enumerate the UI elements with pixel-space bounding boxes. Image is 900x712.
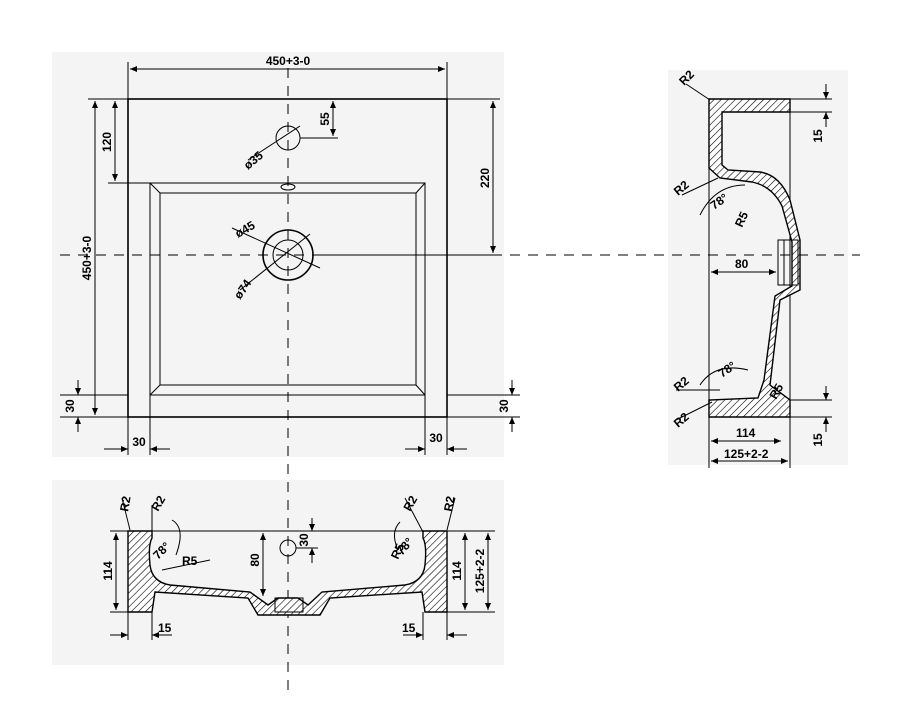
leader	[446, 497, 456, 531]
dim-114-label: 114	[736, 426, 756, 440]
front-drain	[274, 597, 304, 613]
dim-15-left-label: 15	[158, 621, 172, 635]
rim-left-label: 30	[132, 435, 146, 449]
r2-left-b-label: R2	[148, 493, 168, 514]
rim-bottom-label: 30	[63, 399, 77, 413]
tap-leader	[247, 125, 301, 161]
side-section	[708, 98, 801, 418]
front-view: R2 R2 78° R5 R2 R2 78° R5 114 80 30 114	[101, 493, 495, 640]
drain-leader	[231, 227, 321, 269]
leader	[121, 497, 131, 531]
front-section	[127, 530, 448, 616]
leader	[404, 497, 424, 533]
dim-125-label: 125+2-2	[473, 548, 487, 593]
bowl-inner-edge	[159, 192, 417, 386]
drain-leader	[239, 233, 311, 291]
leader	[685, 83, 711, 101]
rim-right-label: 30	[429, 431, 443, 445]
r5-right-label: R5	[388, 541, 407, 561]
dim-80-label: 80	[248, 553, 262, 567]
leader	[675, 401, 713, 421]
bowl-corner-line	[415, 384, 426, 396]
angle-arc	[699, 184, 746, 216]
dim-114-right-label: 114	[450, 561, 464, 581]
dim-30-label: 30	[297, 533, 311, 547]
rim-bottom-right-label: 30	[497, 399, 511, 413]
top-view: 450+3-0 450+3-0 120 55 220 ø35 ø45 ø74 3…	[60, 54, 860, 690]
r5-left-label: R5	[182, 554, 198, 568]
dim-220-label: 220	[478, 168, 492, 188]
angle-arc	[394, 521, 401, 551]
angle-arc	[699, 367, 749, 386]
leader	[161, 559, 211, 571]
height-label: 450+3-0	[80, 235, 94, 280]
offset-120-label: 120	[100, 132, 114, 152]
r2-left-label: R2	[117, 495, 134, 513]
r5-bottom-label: R5	[766, 381, 786, 402]
dim-55-label: 55	[318, 112, 332, 126]
r2-right-label: R2	[400, 493, 420, 514]
dim-15-top-label: 15	[811, 129, 825, 143]
dim-114-left-label: 114	[101, 561, 115, 581]
dim-125-label: 125+2-2	[724, 447, 769, 461]
dim-15-right-label: 15	[402, 621, 416, 635]
drain-section	[777, 239, 799, 286]
r2-right-b-label: R2	[441, 495, 458, 513]
dim-15-bottom-label: 15	[811, 433, 825, 447]
r5-top-label: R5	[732, 209, 751, 229]
bowl-corner-line	[149, 182, 161, 194]
leader	[681, 177, 719, 196]
angle-arc	[171, 519, 181, 556]
bowl-corner-line	[149, 384, 161, 396]
dim-80-label: 80	[735, 257, 749, 271]
bowl-corner-line	[415, 182, 426, 194]
width-label: 450+3-0	[266, 54, 311, 68]
